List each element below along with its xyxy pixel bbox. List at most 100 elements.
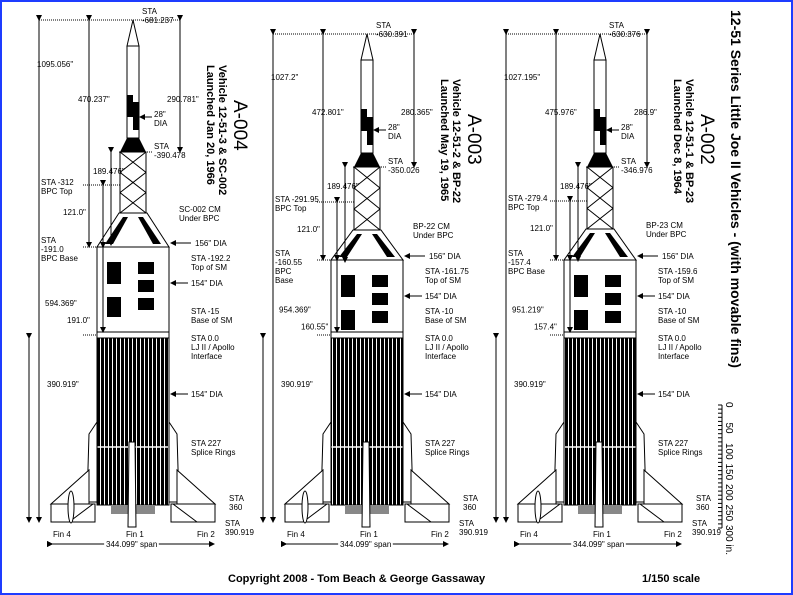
scale-label: 1/150 scale (642, 573, 700, 585)
truss-brace (353, 208, 381, 231)
upper-length-label: 470.237" (78, 95, 110, 104)
sm-panel (341, 275, 355, 297)
truss-brace (353, 187, 381, 210)
sm-panel (605, 293, 621, 305)
launch-date: Launched Dec 8, 1964 (671, 79, 683, 195)
span-label: 344.099" span (106, 540, 157, 549)
dia156-label: 156" DIA (195, 239, 227, 248)
truss-brace (119, 151, 147, 173)
upper-length-label: 475.976" (545, 108, 577, 117)
marking (367, 117, 373, 145)
span-label: 344.099" span (340, 540, 391, 549)
fin-root (637, 503, 683, 523)
scale-tick-label: 300 in. (723, 525, 734, 555)
vehicle-title: A-003 (463, 114, 484, 165)
fin-1-label: Fin 1 (126, 530, 144, 539)
dia154-label: 154" DIA (425, 292, 457, 301)
sm-panel (605, 275, 621, 287)
sm-panel (574, 310, 588, 330)
interface-ring (330, 331, 404, 339)
vehicle-title: A-002 (696, 114, 717, 165)
bpc-stripe (138, 217, 161, 244)
booster-length-label: 390.919" (514, 380, 546, 389)
fin-actuator (67, 490, 75, 524)
lower-length-label: 951.219" (512, 306, 544, 315)
sm-panel (341, 310, 355, 330)
sm-panel (372, 293, 388, 305)
bpc-length-label: 121.0" (530, 224, 553, 233)
scale-tick-label: 150 (723, 464, 734, 481)
escape-nose (593, 33, 607, 61)
dia154b-label: 154" DIA (658, 390, 690, 399)
sta-tower-label: STA-350.026 (388, 157, 420, 175)
sm-length-label: 160.55" (301, 323, 328, 332)
overall-length-label: 1027.2" (271, 73, 298, 82)
scale-tick-label: 200 (723, 484, 734, 501)
fin-actuator (534, 490, 542, 524)
sm-length-label: 157.4" (534, 323, 557, 332)
vehicle-title: A-004 (229, 100, 250, 151)
lower-length-label: 954.369" (279, 306, 311, 315)
escape-nose (126, 19, 140, 47)
fin-4-label: Fin 4 (53, 530, 71, 539)
bpc-stripe (605, 233, 628, 257)
truss-brace (586, 187, 614, 209)
sta-top-label: STA-630.376 (609, 21, 641, 39)
overall-length-label: 1027.195" (504, 73, 540, 82)
interface-ring (96, 331, 170, 339)
tower-length-label: 286.9" (634, 108, 657, 117)
upper-length-label: 472.801" (312, 108, 344, 117)
marking (594, 109, 600, 131)
sm-panel (138, 262, 154, 274)
booster-length-label: 390.919" (281, 380, 313, 389)
sm-panel (574, 275, 588, 297)
marking (600, 117, 606, 145)
lower-length-label: 594.369" (45, 299, 77, 308)
sm-panel (107, 262, 121, 284)
dia154b-label: 154" DIA (425, 390, 457, 399)
vehicle-number: Vehicle 12-51-3 & SC-002 (216, 65, 228, 195)
fin-4-label: Fin 4 (520, 530, 538, 539)
dia28-label: 28"DIA (621, 123, 635, 141)
sm-panel (372, 311, 388, 323)
sm-panel (107, 297, 121, 317)
interface-ring (563, 331, 637, 339)
fin-2-label: Fin 2 (431, 530, 449, 539)
fin-actuator (301, 490, 309, 524)
fin-1 (361, 441, 371, 528)
launch-date: Launched Jan 20, 1966 (204, 65, 216, 185)
sta-top-label: STA-681.237 (142, 7, 174, 25)
tower-flare (120, 138, 146, 152)
bpc-length-label: 121.0" (297, 225, 320, 234)
dia28-label: 28"DIA (388, 123, 402, 141)
sm-panel (138, 280, 154, 292)
adapter-length-label: 189.476" (93, 167, 125, 176)
scale-tick-label: 250 (723, 505, 734, 522)
truss-brace (119, 171, 147, 194)
sm-length-label: 191.0" (67, 316, 90, 325)
fin-1-label: Fin 1 (360, 530, 378, 539)
sta-tower-label: STA-390.478 (154, 142, 186, 160)
service-module (96, 246, 170, 333)
tower-length-label: 280.365" (401, 108, 433, 117)
fin-1-label: Fin 1 (593, 530, 611, 539)
marking (133, 102, 139, 130)
dia154-label: 154" DIA (191, 279, 223, 288)
